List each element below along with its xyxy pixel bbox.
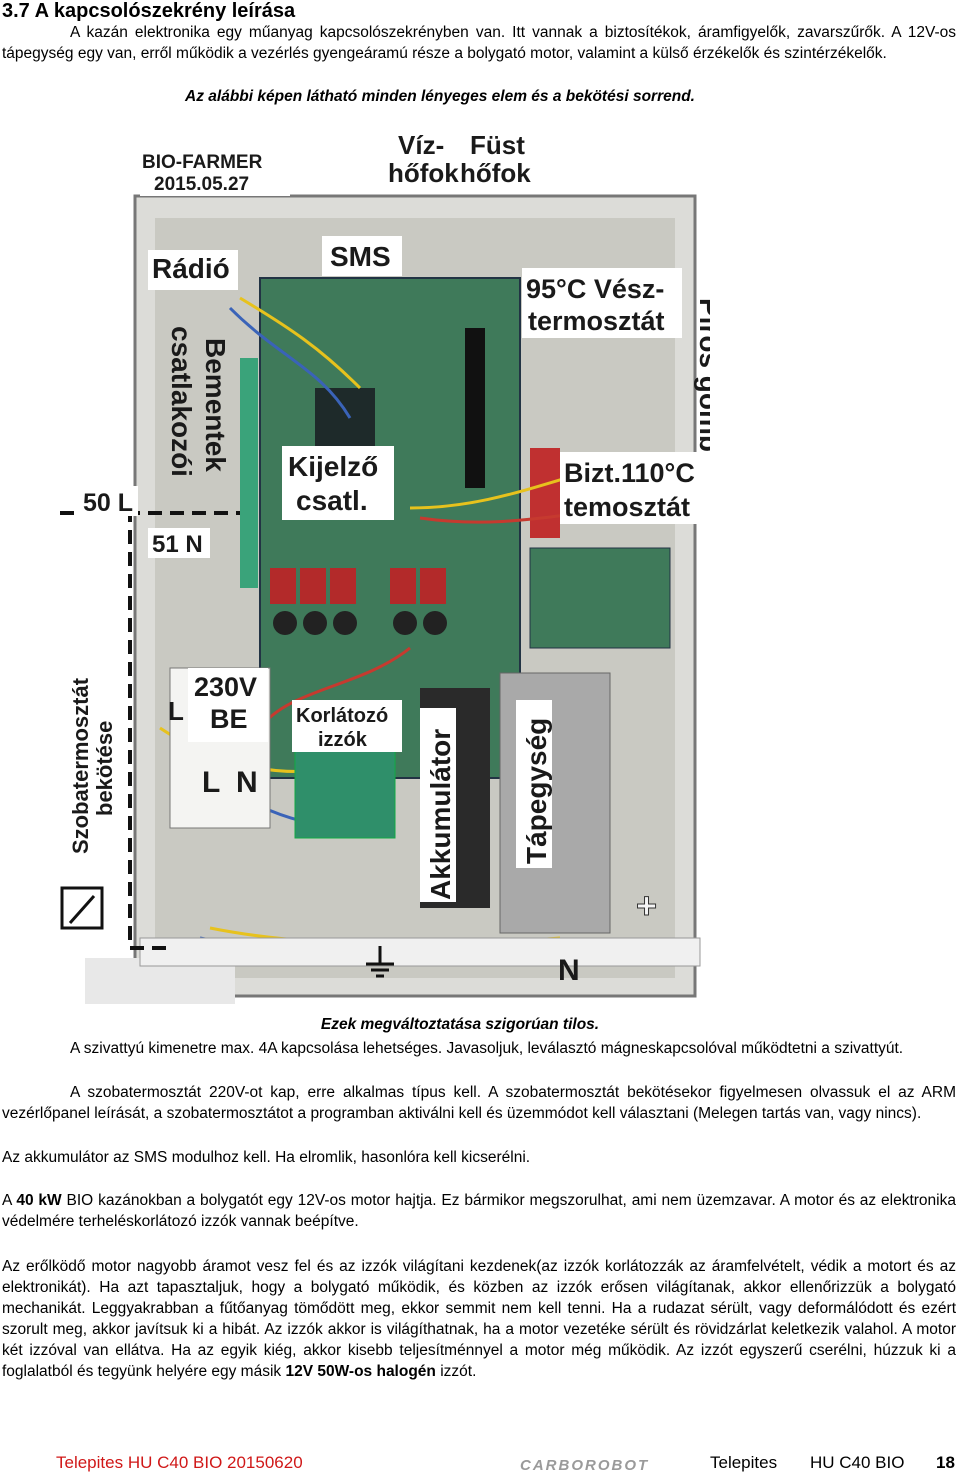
section-heading: 3.7 A kapcsolószekrény leírása [2,0,296,22]
label-room-thermostat-2: bekötése [92,721,117,816]
ground-symbol [366,946,394,978]
label-lamps-1: Korlátozó [296,705,388,727]
page-number: 18 [936,1453,955,1472]
label-51n: 51 N [152,531,203,558]
lamps-text-c: izzót. [435,1363,477,1380]
thermostat-block [530,448,560,538]
label-plus: + [636,885,657,926]
microcontroller [315,388,375,448]
label-red-button: Piros gomb [694,298,710,452]
header-strip [465,328,485,488]
lamps-text-a: Az erőlködő motor nagyobb áramot vesz fe… [2,1258,956,1380]
label-date: 2015.05.27 [154,174,249,195]
battery-paragraph: Az akkumulátor az SMS modulhoz kell. Ha … [2,1149,531,1166]
label-emergency-thermostat-1: 95°C Vész- [526,274,664,304]
motor-power: 40 kW [16,1192,62,1209]
footer-section: Telepites [710,1453,778,1472]
label-l-lower: L [202,766,220,799]
label-fust: Füst [470,130,525,160]
warning-text: Ezek megváltoztatása szigorúan tilos. [320,1016,600,1033]
label-n-lower: N [236,766,258,799]
footer-brand-logo: CARBOROBOT [520,1457,650,1474]
label-hofok-water: hőfok [388,158,459,188]
label-n-bottom: N [558,954,580,987]
figure-labels: BIO-FARMER 2015.05.27 Víz- hőfok Füst hő… [68,128,710,987]
input-terminals [240,358,258,588]
label-room-thermostat-1: Szobatermosztát [68,677,93,854]
label-bio-farmer: BIO-FARMER [142,152,263,173]
thermostat-paragraph: A szobatermosztát 220V-ot kap, erre alka… [2,1084,956,1122]
footer-model: HU C40 BIO [810,1453,905,1472]
figure-caption: Az alábbi képen látható minden lényeges … [185,88,695,105]
pump-paragraph: A szivattyú kimenetre max. 4A kapcsolása… [70,1040,904,1057]
motor-text-c: BIO kazánokban a bolygatót egy 12V-os mo… [2,1192,956,1230]
control-box-illustration: BIO-FARMER 2015.05.27 Víz- hőfok Füst hő… [60,128,710,1004]
terminal-strip [139,937,701,967]
intro-paragraph: A kazán elektronika egy műanyag kapcsoló… [2,24,956,62]
lamps-paragraph: Az erőlködő motor nagyobb áramot vesz fe… [2,1256,956,1382]
label-50l: 50 L [83,489,133,517]
label-l-upper: L [168,696,184,726]
lamp-holders [294,747,396,839]
label-display-1: Kijelző [288,451,378,482]
label-lamps-2: izzók [318,729,368,751]
relay-row [270,568,447,635]
label-display-2: csatl. [296,485,368,516]
label-inputs-2: csatlakozói [166,326,197,477]
label-inputs-1: Bementek [200,338,231,472]
halogen-spec: 12V 50W-os halogén [285,1363,436,1380]
label-safety-thermostat-1: Bizt.110°C [564,458,695,488]
label-radio: Rádió [152,253,230,284]
label-safety-thermostat-2: temosztát [564,492,690,522]
label-be: BE [210,704,248,734]
label-hofok-smoke: hőfok [460,158,531,188]
motor-paragraph: A 40 kW BIO kazánokban a bolygatót egy 1… [2,1190,956,1232]
right-board [529,547,671,649]
footer-document-id: Telepites HU C40 BIO 20150620 [56,1453,303,1472]
motor-text-a: A [2,1192,17,1209]
label-sms: SMS [330,241,391,272]
label-230v: 230V [194,672,257,702]
label-battery: Akkumulátor [425,729,456,900]
switch-symbol [60,886,104,930]
thermostat-wire-path [128,508,170,950]
switch-symbol-lever [68,895,96,924]
label-emergency-thermostat-2: termosztát [528,306,665,336]
control-box-photo: BIO-FARMER 2015.05.27 Víz- hőfok Füst hő… [60,128,710,1004]
label-power-supply: Tápegység [521,718,552,864]
label-viz: Víz- [398,130,444,160]
